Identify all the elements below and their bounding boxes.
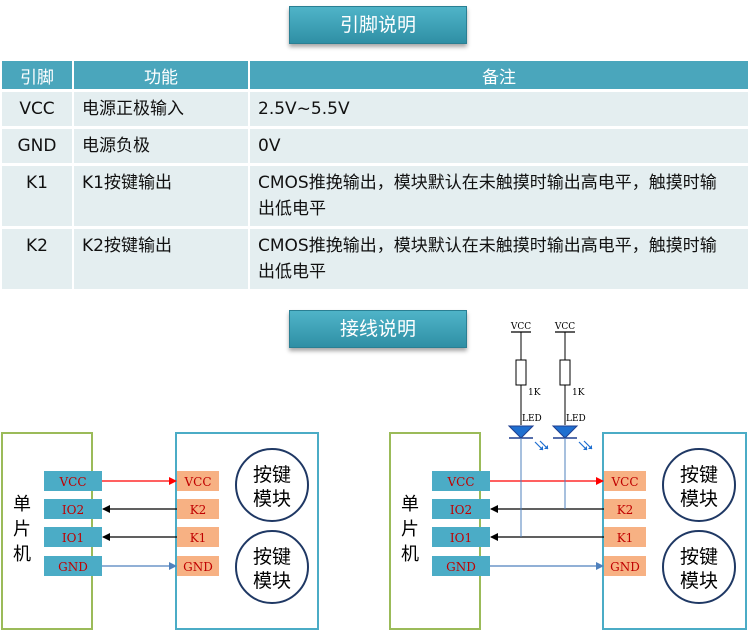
mcu-pin-io1 bbox=[432, 527, 490, 547]
led-indicator-1: VCC 1K LED bbox=[507, 322, 549, 537]
module-pin-k1 bbox=[604, 527, 646, 547]
mcu-pin-io1 bbox=[44, 527, 102, 547]
cell-pin: GND bbox=[2, 129, 72, 163]
resistor-label: 1K bbox=[528, 388, 541, 398]
mcu-label-char: 片 bbox=[401, 519, 419, 540]
header-pin: 引脚 bbox=[2, 61, 72, 89]
mcu-pin-label: IO2 bbox=[450, 503, 472, 517]
mcu-label-char: 机 bbox=[401, 544, 419, 565]
key-module-box bbox=[175, 432, 319, 630]
module-pin-vcc bbox=[604, 471, 646, 491]
pin-table: 引脚 功能 备注 VCC 电源正极输入 2.5V~5.5V GND 电源负极 0… bbox=[2, 58, 748, 292]
pin-table-header: 引脚 功能 备注 bbox=[2, 61, 748, 89]
module-pin-label: VCC bbox=[610, 475, 638, 489]
vcc-label: VCC bbox=[554, 322, 575, 332]
led-light-arrowheads bbox=[539, 445, 548, 450]
table-row: GND 电源负极 0V bbox=[2, 129, 748, 163]
key-module-text: 模块 bbox=[253, 488, 291, 510]
left-wiring-diagram: 单 片 机 VCC IO2 IO1 GND VCC K2 K1 GND 按键 模… bbox=[1, 432, 319, 630]
cell-pin: VCC bbox=[2, 92, 72, 126]
led-label: LED bbox=[522, 414, 542, 424]
led-symbol bbox=[551, 425, 579, 439]
mcu-pin-label: IO2 bbox=[62, 503, 84, 517]
key-module-circle bbox=[662, 530, 736, 604]
resistor bbox=[515, 359, 527, 386]
module-pin-label: K1 bbox=[617, 531, 634, 545]
table-row: VCC 电源正极输入 2.5V~5.5V bbox=[2, 92, 748, 126]
pin-section-title: 引脚说明 bbox=[339, 14, 416, 36]
right-wiring-diagram: 单 片 机 VCC IO2 IO1 GND VCC K2 K1 GND VCC bbox=[389, 322, 747, 630]
module-pin-label: GND bbox=[183, 560, 213, 574]
resistor-label: 1K bbox=[572, 388, 585, 398]
key-module-text: 模块 bbox=[680, 488, 718, 510]
cell-function: K1按键输出 bbox=[72, 166, 248, 226]
mcu-label-char: 单 bbox=[13, 494, 31, 515]
header-function: 功能 bbox=[72, 61, 248, 89]
module-pin-k2 bbox=[177, 499, 219, 519]
cell-pin: K1 bbox=[2, 166, 72, 226]
pin-section-banner: 引脚说明 bbox=[289, 6, 467, 44]
mcu-label-char: 机 bbox=[13, 544, 31, 565]
cell-note: 0V bbox=[248, 129, 748, 163]
module-pin-label: VCC bbox=[183, 475, 211, 489]
cell-note: 2.5V~5.5V bbox=[248, 92, 748, 126]
mcu-pin-label: IO1 bbox=[450, 531, 472, 545]
module-pin-gnd bbox=[177, 556, 219, 576]
led-light-arrowheads bbox=[583, 445, 592, 450]
mcu-label-char: 单 bbox=[401, 494, 419, 515]
key-module-text: 模块 bbox=[680, 570, 718, 592]
mcu-label-char: 片 bbox=[13, 519, 31, 540]
module-pin-k1 bbox=[177, 527, 219, 547]
led-label: LED bbox=[566, 414, 586, 424]
mcu-pin-label: VCC bbox=[446, 475, 474, 489]
key-module-box bbox=[602, 432, 747, 630]
mcu-pin-label: GND bbox=[446, 560, 476, 574]
table-row: K1 K1按键输出 CMOS推挽输出，模块默认在未触摸时输出高电平，触摸时输出低… bbox=[2, 166, 748, 226]
cell-note: CMOS推挽输出，模块默认在未触摸时输出高电平，触摸时输出低电平 bbox=[248, 166, 748, 226]
cell-note: CMOS推挽输出，模块默认在未触摸时输出高电平，触摸时输出低电平 bbox=[248, 229, 748, 289]
module-pin-k2 bbox=[604, 499, 646, 519]
module-pin-gnd bbox=[604, 556, 646, 576]
led-symbol bbox=[507, 425, 535, 439]
key-module-text: 按键 bbox=[253, 464, 291, 486]
led-indicator-2: VCC 1K LED bbox=[551, 322, 593, 509]
cell-function: 电源负极 bbox=[72, 129, 248, 163]
mcu-pin-io2 bbox=[44, 499, 102, 519]
table-row: K2 K2按键输出 CMOS推挽输出，模块默认在未触摸时输出高电平，触摸时输出低… bbox=[2, 229, 748, 289]
module-pin-label: GND bbox=[610, 560, 640, 574]
header-note: 备注 bbox=[248, 61, 748, 89]
cell-pin: K2 bbox=[2, 229, 72, 289]
mcu-pin-vcc bbox=[432, 471, 490, 491]
module-pin-vcc bbox=[177, 471, 219, 491]
cell-function: 电源正极输入 bbox=[72, 92, 248, 126]
cell-function: K2按键输出 bbox=[72, 229, 248, 289]
mcu-pin-gnd bbox=[44, 556, 102, 576]
wiring-section-title: 接线说明 bbox=[339, 318, 416, 340]
key-module-text: 模块 bbox=[253, 570, 291, 592]
key-module-circle bbox=[662, 448, 736, 522]
key-module-text: 按键 bbox=[680, 546, 718, 568]
key-module-circle bbox=[235, 448, 309, 522]
module-pin-label: K2 bbox=[617, 503, 634, 517]
mcu-pin-vcc bbox=[44, 471, 102, 491]
module-pin-label: K2 bbox=[190, 503, 207, 517]
mcu-pin-label: VCC bbox=[58, 475, 86, 489]
mcu-pin-io2 bbox=[432, 499, 490, 519]
module-pin-label: K1 bbox=[190, 531, 207, 545]
resistor bbox=[559, 359, 571, 386]
vcc-label: VCC bbox=[510, 322, 531, 332]
mcu-pin-label: GND bbox=[58, 560, 88, 574]
key-module-circle bbox=[235, 530, 309, 604]
mcu-pin-gnd bbox=[432, 556, 490, 576]
mcu-pin-label: IO1 bbox=[62, 531, 84, 545]
wiring-section-banner: 接线说明 bbox=[289, 310, 467, 348]
key-module-text: 按键 bbox=[680, 464, 718, 486]
key-module-text: 按键 bbox=[253, 546, 291, 568]
